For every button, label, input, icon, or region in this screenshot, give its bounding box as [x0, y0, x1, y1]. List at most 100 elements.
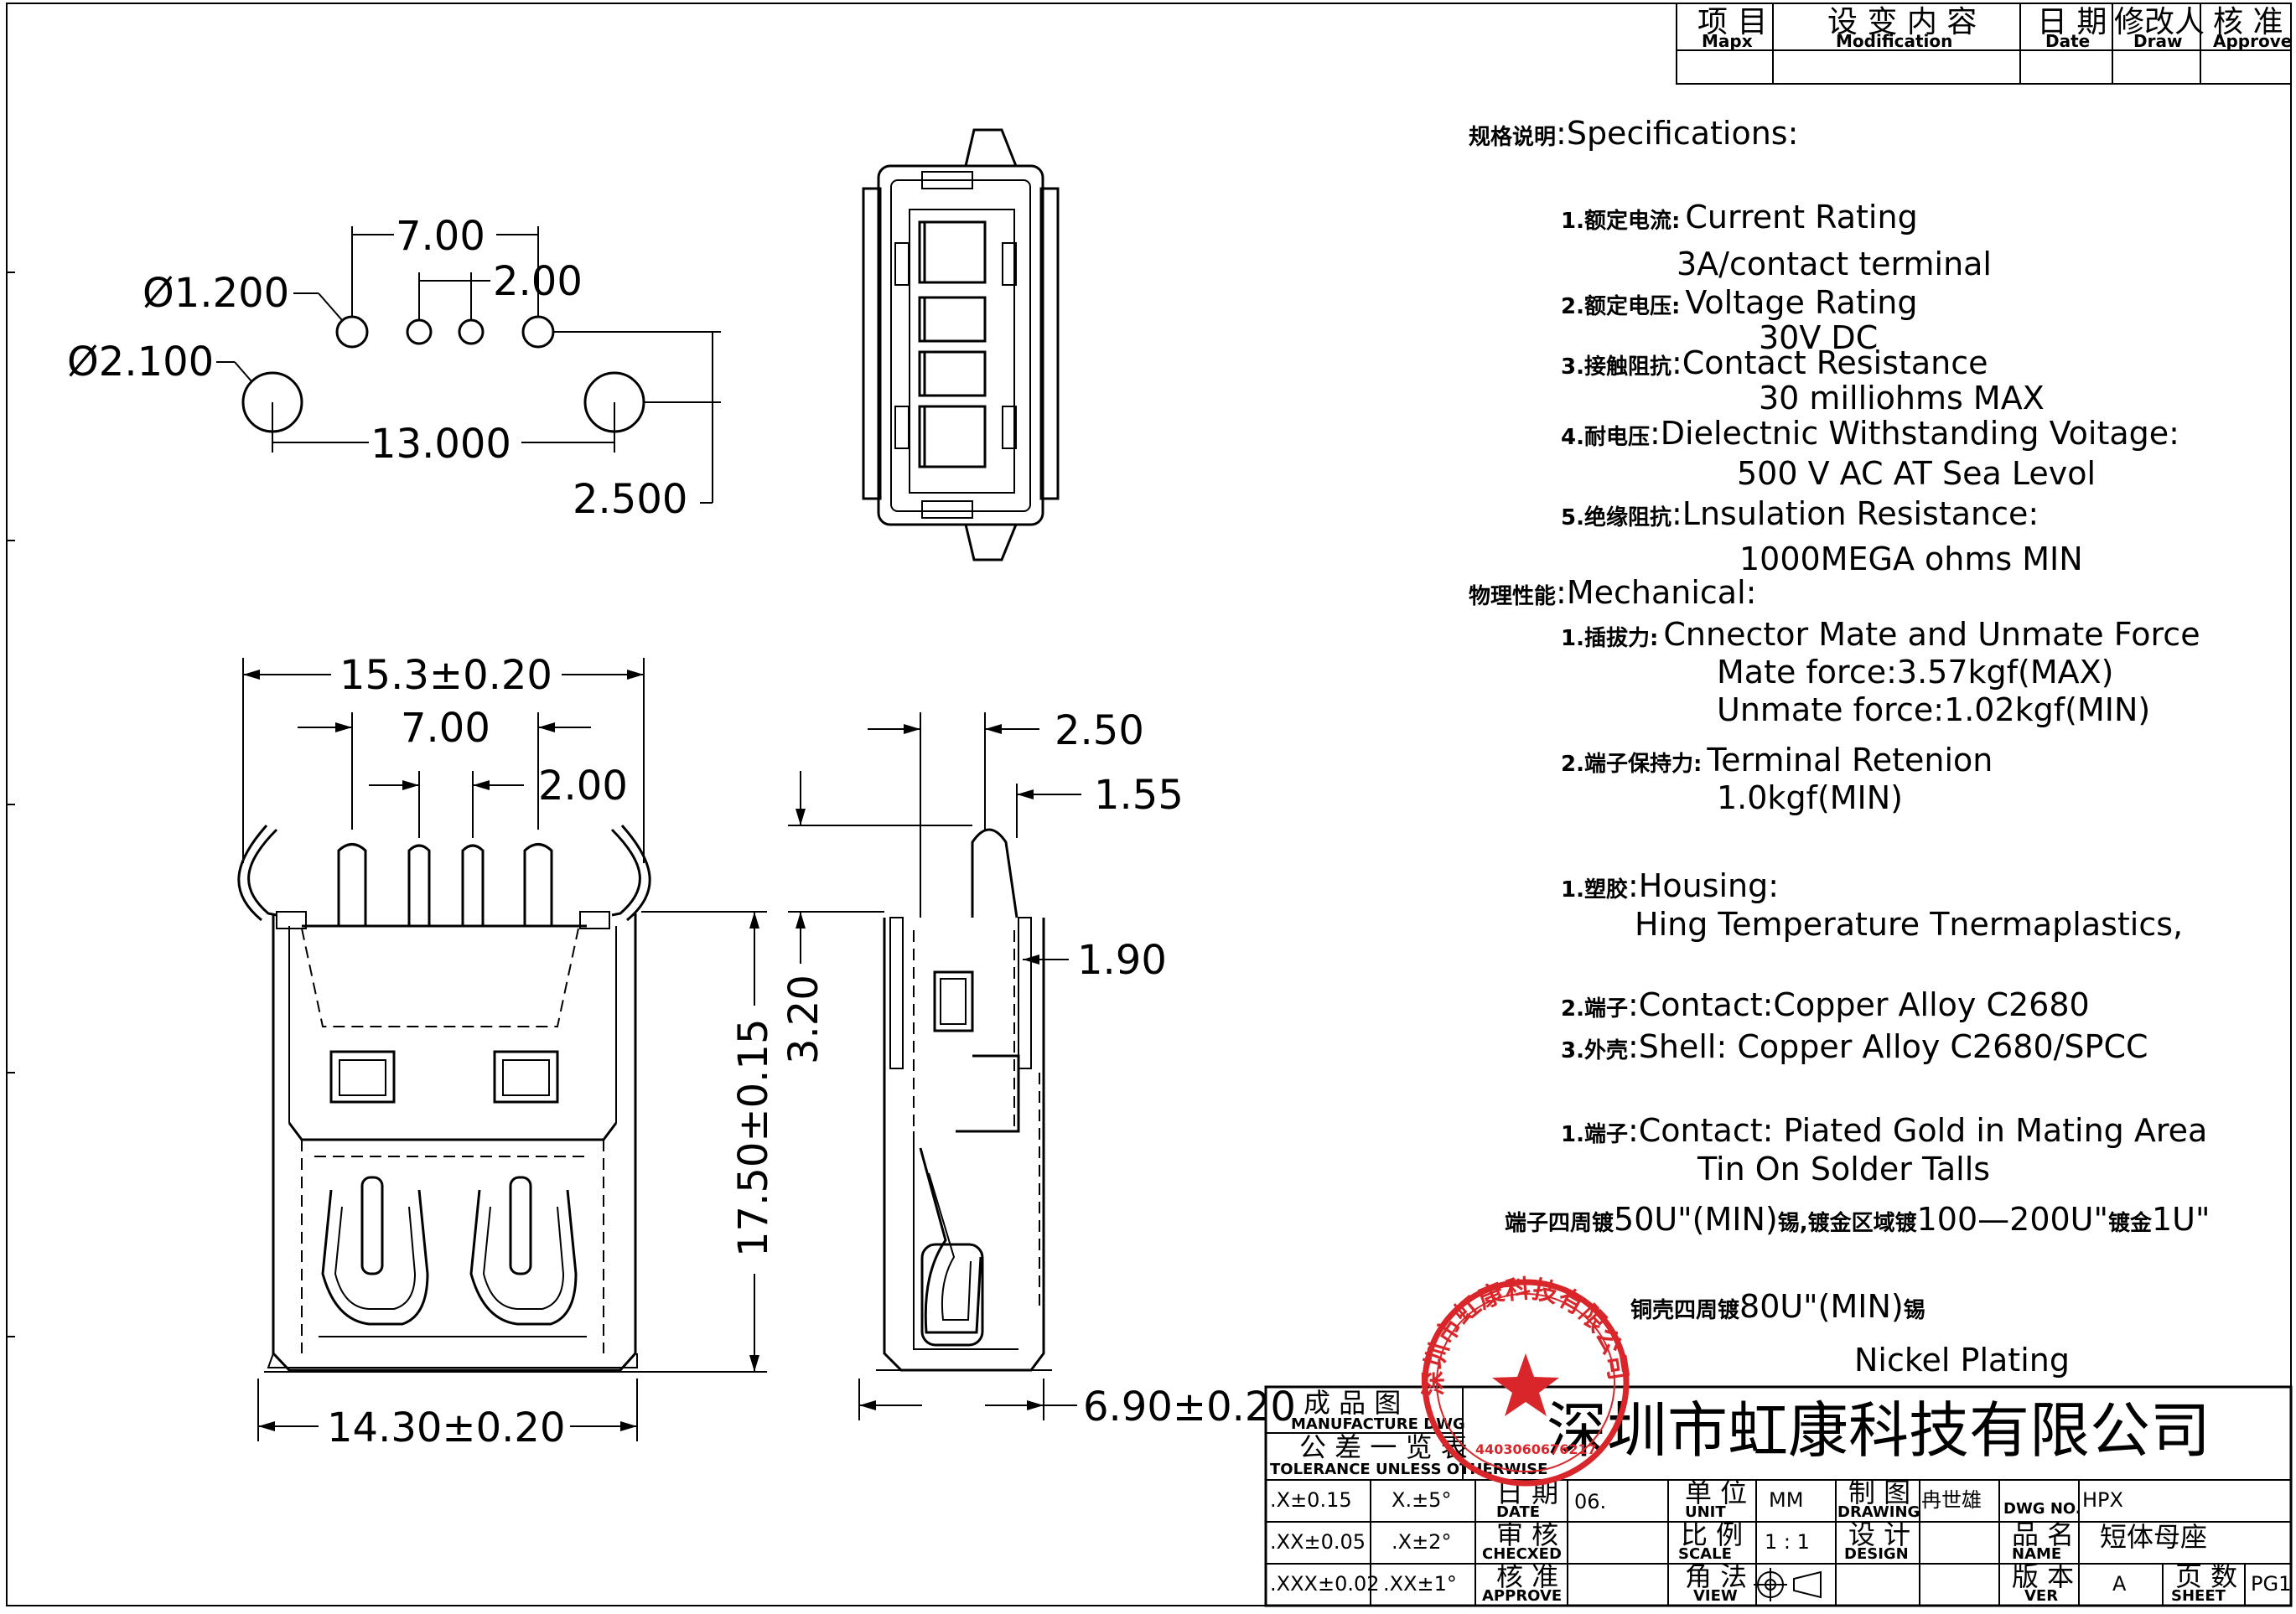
rev-date-cn: 日 期 — [2037, 5, 2107, 39]
rev-approve-cn: 核 准 — [2213, 5, 2283, 39]
company-stamp: 深圳市虹康科技有限公司 4403060676217 — [1419, 1275, 1633, 1487]
dim-front-7: 7.00 — [401, 705, 490, 752]
dim-front-15-3: 15.3±0.20 — [339, 652, 552, 699]
tb-design-en: DESIGN — [1844, 1545, 1909, 1563]
end-view — [862, 128, 1060, 561]
top-view-footprint: 7.00 2.00 Ø1.200 Ø2.100 13.000 2.500 — [67, 213, 721, 523]
tb-view-en: VIEW — [1693, 1587, 1738, 1605]
tb-sheet-en: SHEET — [2171, 1587, 2226, 1605]
front-pin-4 — [523, 843, 553, 926]
end-view-contact-3 — [918, 350, 987, 397]
spec-voltage: 2.额定电压:Voltage Rating — [1561, 284, 1918, 321]
spec-plating-detail: 端子四周镀50U"(MIN)锡,镀金区域镀100—200U"镀金1U" — [1505, 1201, 2210, 1238]
stamp-star-icon — [1492, 1353, 1559, 1416]
spec-nickel: Nickel Plating — [1854, 1342, 2070, 1379]
end-view-shell — [877, 164, 1044, 526]
dim-top-2: 2.00 — [493, 258, 583, 305]
spec-plating: 1.端子:Contact: Piated Gold in Mating Area — [1561, 1112, 2207, 1149]
tb-unit-val: MM — [1769, 1488, 1803, 1512]
signal-hole-2 — [406, 318, 433, 345]
side-view-body — [883, 918, 1045, 1372]
spec-insulation: 5.绝缘阻抗:Lnsulation Resistance: — [1561, 495, 2039, 532]
dim-top-7: 7.00 — [396, 213, 485, 260]
signal-hole-4 — [521, 315, 555, 349]
dim-side-1-90: 1.90 — [1077, 937, 1167, 984]
tb-unit-cn: 单 位 — [1685, 1477, 1747, 1508]
dim-top-phi1200: Ø1.200 — [143, 270, 289, 317]
spec-heading: 规格说明:Specifications: — [1469, 115, 1798, 152]
spec-shell-material: 3.外壳:Shell: Copper Alloy C2680/SPCC — [1561, 1028, 2148, 1065]
tb-dwgno-en: DWG NO. — [2003, 1500, 2081, 1518]
tb-check-cn: 审 核 — [1496, 1518, 1558, 1550]
revision-table: 项 目 Mapx 设 变 内 容 Modification 日 期 Date 修… — [1676, 3, 2292, 85]
side-view: 2.50 1.55 3.20 1.90 6.90±0.20 — [780, 707, 1296, 1430]
tb-view-cn: 角 法 — [1685, 1560, 1747, 1592]
spec-mechanical: 物理性能:Mechanical: — [1469, 574, 1756, 611]
rev-item-cn: 项 目 — [1697, 5, 1767, 39]
front-pin-3 — [461, 844, 485, 926]
tb-name-cn: 品 名 — [2012, 1518, 2074, 1550]
tb-ang-xx: .X±2° — [1392, 1530, 1451, 1554]
spec-mate-force: 1.插拔力:Cnnector Mate and Unmate Force — [1561, 616, 2200, 653]
spec-current-val: 3A/contact terminal — [1677, 246, 1992, 282]
tb-dwgno-val: HPX — [2082, 1488, 2123, 1512]
tb-mfg-cn: 成 品 图 — [1303, 1387, 1401, 1419]
dim-front-2: 2.00 — [538, 763, 628, 810]
end-view-contact-4 — [918, 405, 987, 468]
end-view-contact-1 — [918, 220, 987, 284]
spec-shell-plating: 铜壳四周镀80U"(MIN)锡 — [1630, 1288, 1925, 1325]
front-contact-right — [469, 1189, 578, 1326]
projection-symbol-icon — [1754, 1568, 1822, 1601]
rev-date-en: Date — [2045, 31, 2090, 51]
spec-resistance-val: 30 milliohms MAX — [1759, 380, 2045, 416]
spec-dielectric-val: 500 V AC AT Sea Levol — [1737, 455, 2096, 492]
front-contact-left — [321, 1189, 429, 1326]
tb-unit-en: UNIT — [1685, 1503, 1726, 1521]
tb-tol-xx: .XX±0.05 — [1270, 1530, 1366, 1554]
dim-side-2-50: 2.50 — [1055, 707, 1144, 754]
tb-approve-cn: 核 准 — [1496, 1560, 1558, 1592]
spec-dielectric: 4.耐电压:Dielectnic Withstanding Voitage: — [1561, 415, 2179, 452]
tb-approve-en: APPROVE — [1482, 1587, 1562, 1605]
spec-mate-force-v2: Unmate force:1.02kgf(MIN) — [1717, 691, 2150, 728]
spec-housing-val: Hing Temperature Tnermaplastics, — [1635, 906, 2183, 943]
front-view: 15.3±0.20 7.00 2.00 17.50±0.15 14.30±0.2… — [237, 652, 777, 1451]
front-pin-2 — [407, 844, 431, 926]
spec-current: 1.额定电流:Current Rating — [1561, 199, 1918, 235]
end-view-contact-2 — [918, 296, 987, 343]
tb-design-cn: 设 计 — [1848, 1518, 1910, 1550]
front-pin-1 — [337, 843, 367, 926]
rev-mod-cn: 设 变 内 容 — [1827, 5, 1977, 39]
tb-scale-val: 1 : 1 — [1765, 1530, 1810, 1554]
spec-contact-material: 2.端子:Contact:Copper Alloy C2680 — [1561, 986, 2090, 1023]
tb-sheet-val: PG1 — [2251, 1572, 2291, 1596]
stamp-code: 4403060676217 — [1475, 1441, 1597, 1457]
dim-front-14-30: 14.30±0.20 — [327, 1404, 566, 1451]
rev-mod-en: Modification — [1836, 31, 1952, 51]
dim-top-phi2100: Ø2.100 — [67, 339, 214, 385]
rev-draw-cn: 修改人 — [2114, 5, 2205, 39]
spec-voltage-val: 30V DC — [1759, 319, 1878, 356]
dim-side-1-55: 1.55 — [1094, 772, 1184, 819]
tb-company: 深圳市虹康科技有限公司 — [1547, 1395, 2210, 1466]
spec-mate-force-v1: Mate force:3.57kgf(MAX) — [1717, 654, 2114, 691]
tb-tol-x: .X±0.15 — [1270, 1488, 1352, 1512]
tb-ver-cn: 版 本 — [2012, 1560, 2074, 1592]
side-view-pin — [971, 828, 1018, 918]
dim-top-13000: 13.000 — [371, 421, 511, 468]
tb-ver-val: A — [2112, 1572, 2127, 1596]
rev-draw-en: Draw — [2133, 31, 2182, 51]
signal-hole-1 — [335, 315, 369, 349]
tb-date-val: 06. — [1574, 1490, 1606, 1513]
tb-drawing-en: DRAWING — [1837, 1503, 1920, 1521]
tb-scale-cn: 比 例 — [1681, 1518, 1743, 1550]
border-ticks — [7, 272, 15, 1337]
dim-front-17-50: 17.50±0.15 — [730, 1018, 777, 1257]
spec-insulation-val: 1000MEGA ohms MIN — [1739, 541, 2083, 577]
title-block: 成 品 图 MANUFACTURE DWG 公 差 一 览 表 TOLERANC… — [1264, 1385, 2293, 1607]
tb-check-en: CHECXED — [1482, 1545, 1562, 1563]
tb-sheet-cn: 页 数 — [2175, 1560, 2237, 1592]
rev-approve-en: Approve — [2213, 31, 2292, 51]
spec-plating-val: Tin On Solder Talls — [1697, 1151, 1990, 1187]
